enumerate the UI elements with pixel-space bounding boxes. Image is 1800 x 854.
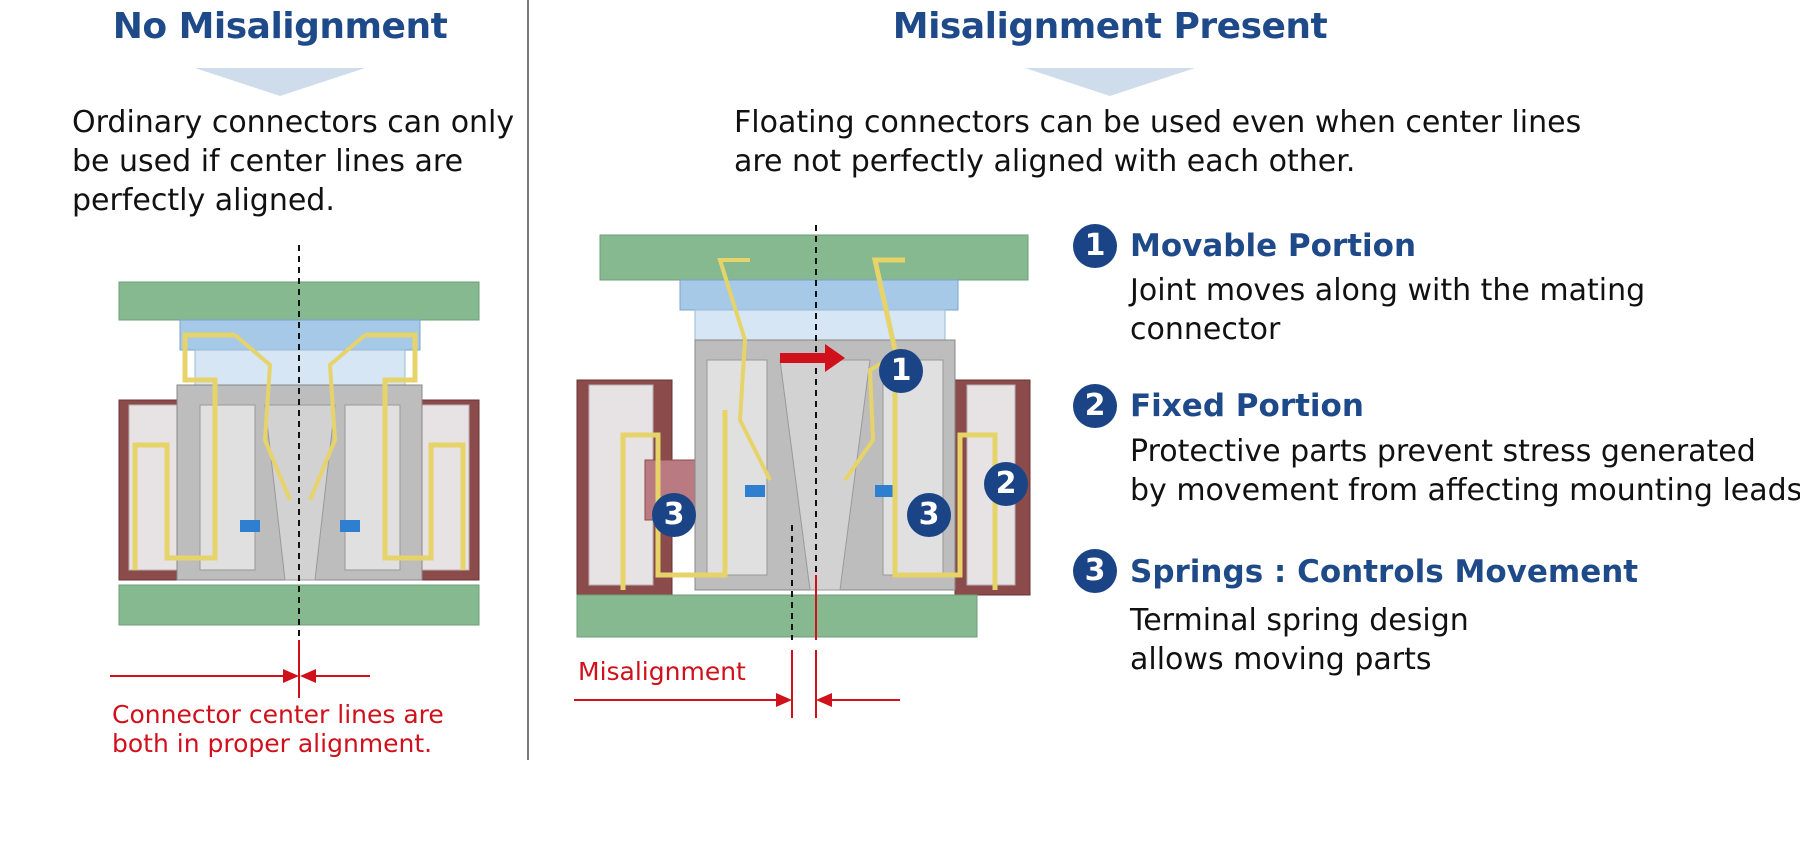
feature-title-2: Fixed Portion (1130, 388, 1364, 424)
callout-badge-2: 2 (984, 462, 1028, 506)
right-description-line: are not perfectly aligned with each othe… (734, 144, 1356, 179)
panel-divider (527, 0, 529, 760)
feature-badge-1: 1 (1073, 224, 1117, 268)
feature-badge-2: 2 (1073, 384, 1117, 428)
left-down-arrow-icon (195, 68, 365, 96)
left-description-line: be used if center lines are (72, 144, 464, 179)
feature-desc-3: Terminal spring design allows moving par… (1130, 601, 1469, 679)
left-description-line: Ordinary connectors can only (72, 105, 515, 140)
feature-desc-line: Joint moves along with the mating (1130, 273, 1646, 308)
callout-badge-1: 1 (879, 349, 923, 393)
spring (132, 332, 235, 570)
spring (365, 332, 466, 570)
feature-desc-line: connector (1130, 312, 1281, 347)
spring (871, 257, 998, 590)
right-description: Floating connectors can be used even whe… (734, 103, 1581, 181)
feature-desc-1: Joint moves along with the mating connec… (1130, 271, 1645, 349)
top-pcb (599, 234, 1029, 281)
feature-desc-2: Protective parts prevent stress generate… (1130, 432, 1800, 510)
feature-badge-3: 3 (1073, 549, 1117, 593)
left-heading: No Misalignment (112, 6, 448, 47)
feature-title-1: Movable Portion (1130, 228, 1417, 264)
right-connector-diagram (576, 225, 1031, 640)
left-caption-line: both in proper alignment. (112, 729, 433, 758)
left-description-line: perfectly aligned. (72, 183, 335, 218)
right-heading: Misalignment Present (892, 6, 1328, 47)
feature-title-3: Springs : Controls Movement (1130, 554, 1639, 590)
callout-badge-3-left: 3 (652, 493, 696, 537)
movement-arrow-icon (780, 344, 845, 372)
left-connector-diagram (118, 245, 480, 640)
feature-desc-line: allows moving parts (1130, 642, 1432, 677)
misalignment-label: Misalignment (578, 657, 746, 686)
callout-badge-3-right: 3 (907, 493, 951, 537)
left-caption-line: Connector center lines are (112, 700, 444, 729)
right-description-line: Floating connectors can be used even whe… (734, 105, 1582, 140)
feature-desc-line: by movement from affecting mounting lead… (1130, 473, 1800, 508)
feature-desc-line: Protective parts prevent stress generate… (1130, 434, 1756, 469)
left-caption: Connector center lines are both in prope… (112, 700, 444, 758)
left-description: Ordinary connectors can only be used if … (72, 103, 514, 220)
right-dimension-arrow-icon (574, 650, 900, 718)
feature-desc-line: Terminal spring design (1130, 603, 1469, 638)
bottom-pcb (576, 594, 978, 638)
mating-connector (679, 279, 959, 311)
right-down-arrow-icon (1025, 68, 1195, 96)
left-dimension-arrow-icon (110, 640, 370, 698)
